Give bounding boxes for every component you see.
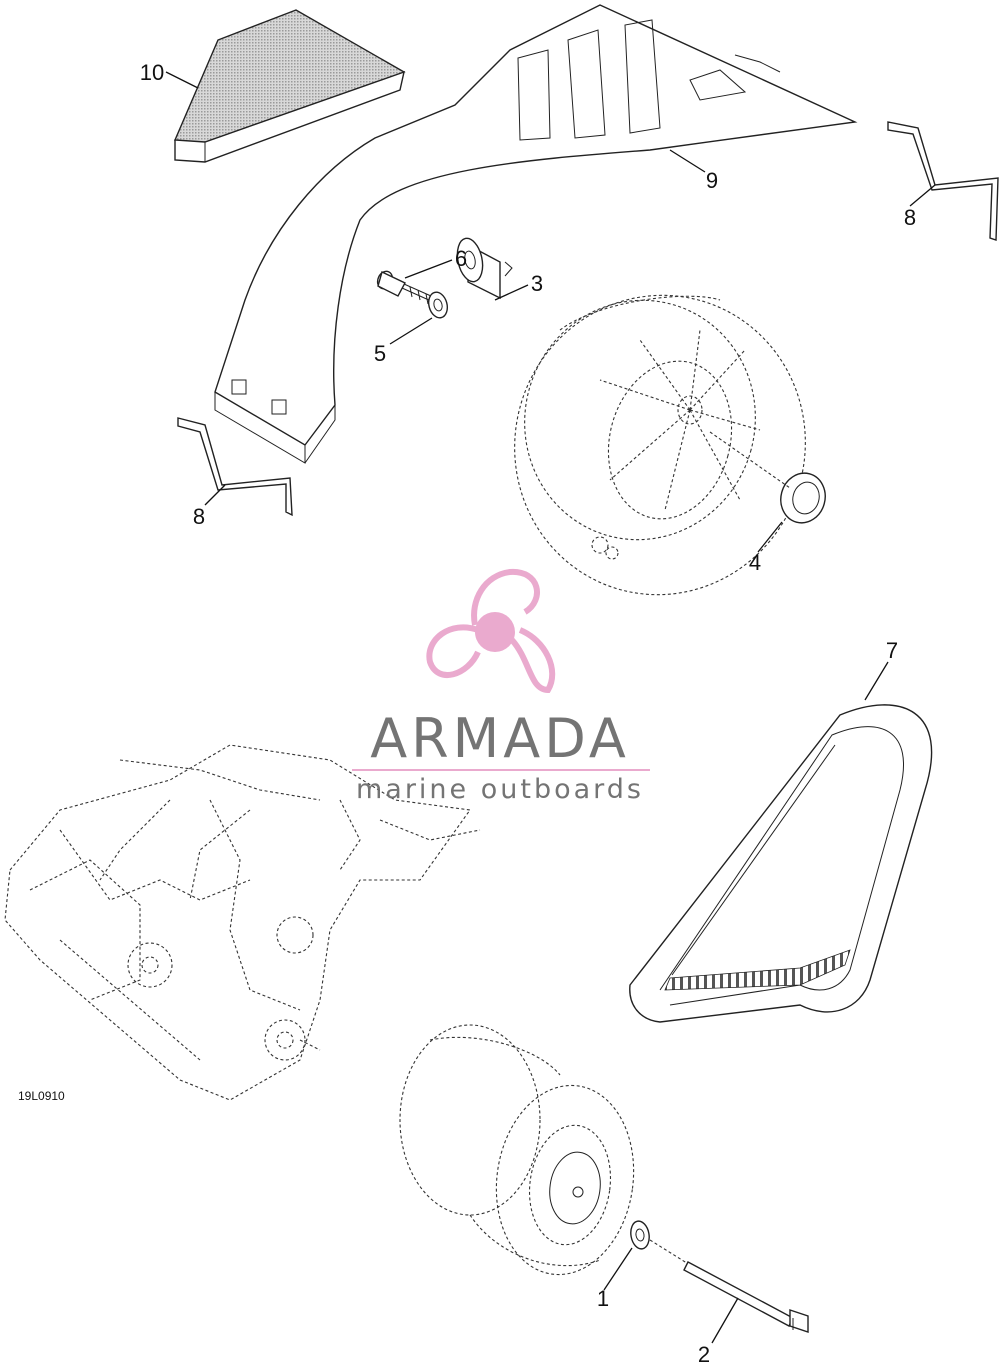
- callout-1: 1: [597, 1286, 609, 1311]
- bolt-part: [649, 1239, 809, 1333]
- washer-part: [427, 291, 449, 319]
- callout-7: 7: [886, 638, 898, 663]
- propeller-hub-icon: [475, 612, 515, 652]
- driven-pulley-phantom: [514, 294, 806, 596]
- callout-6: 6: [455, 246, 467, 271]
- callout-4: 4: [749, 550, 761, 575]
- callout-9: 9: [706, 168, 718, 193]
- screw-part: [376, 270, 441, 308]
- callout-5: 5: [374, 341, 386, 366]
- clip-part-right: [887, 121, 999, 241]
- callout-8-left: 8: [193, 504, 205, 529]
- clip-part-left: [177, 417, 293, 517]
- brand-tagline: marine outboards: [356, 774, 644, 805]
- callout-2: 2: [698, 1342, 710, 1367]
- callout-labels: 10 9 8 8 6 3 5 4 7 1 2: [140, 60, 916, 1367]
- ring-seal-part: [709, 431, 826, 524]
- callout-10: 10: [140, 60, 164, 85]
- drawing-code: 19L0910: [18, 1089, 65, 1103]
- washer-part-lower: [630, 1220, 650, 1250]
- belt-guard-part: [214, 4, 858, 464]
- drive-pulley-phantom: [399, 1024, 635, 1276]
- callout-3: 3: [531, 271, 543, 296]
- callout-8-right: 8: [904, 205, 916, 230]
- filter-pad-part: [173, 9, 406, 163]
- brand-name: ARMADA: [370, 707, 630, 770]
- armada-logo: ARMADA marine outboards: [352, 568, 650, 805]
- propeller-icon: [426, 568, 556, 694]
- drive-belt-part: [629, 704, 933, 1023]
- leader-lines: [165, 71, 936, 1344]
- engine-phantom: [4, 744, 481, 1101]
